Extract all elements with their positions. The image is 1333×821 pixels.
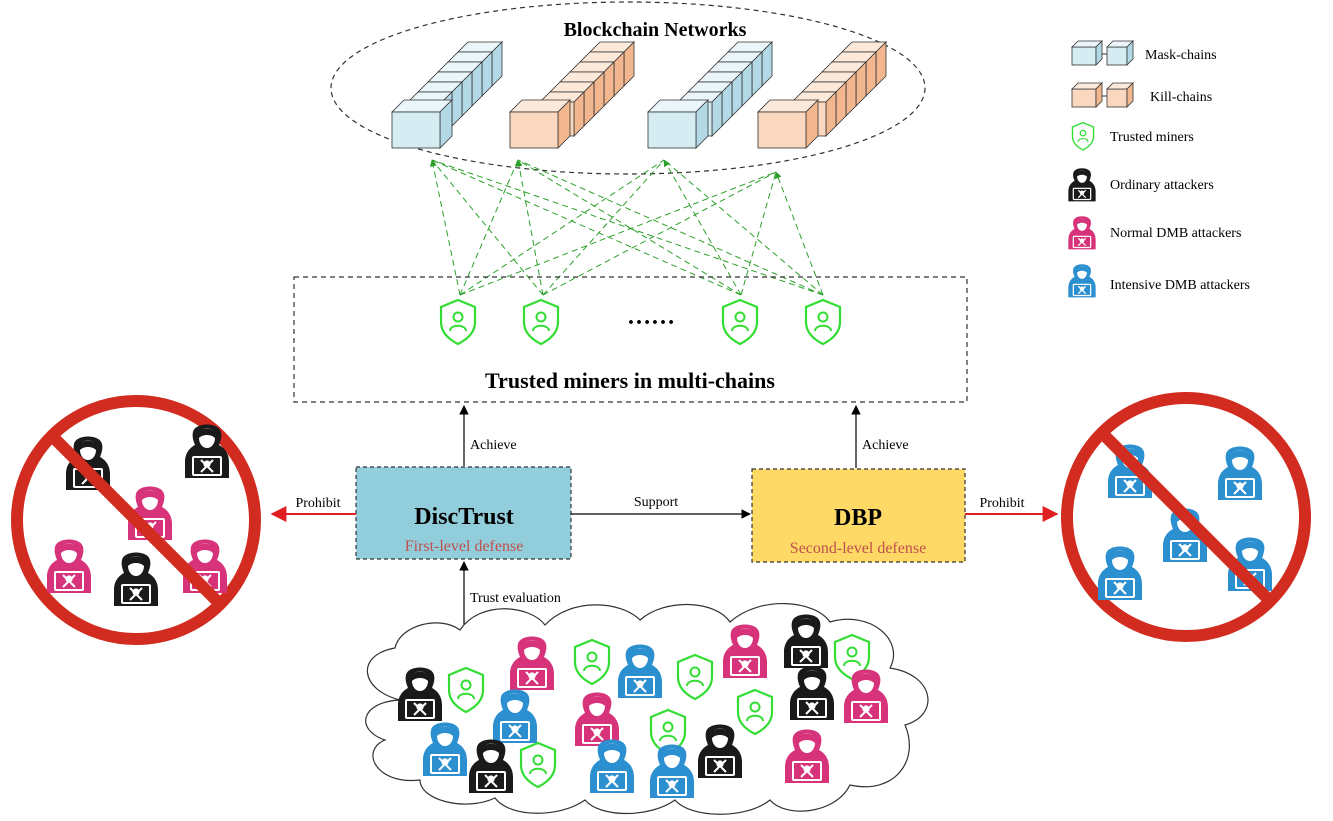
legend-label: Normal DMB attackers bbox=[1110, 226, 1241, 241]
trusted-miner-icon bbox=[721, 298, 759, 346]
trusted-miners-box: …… Trusted miners in multi-chains bbox=[293, 276, 968, 403]
prohibit-label-right: Prohibit bbox=[979, 496, 1024, 511]
trusted-miner-icon bbox=[804, 298, 842, 346]
legend-label: Mask-chains bbox=[1145, 48, 1217, 63]
prohibited-group-right bbox=[1061, 392, 1311, 642]
legend-item-intensive-dmb-attackers: Intensive DMB attackers bbox=[1067, 263, 1250, 298]
achieve-label-right: Achieve bbox=[862, 438, 909, 453]
prohibit-arrow-left: Prohibit bbox=[270, 496, 356, 522]
achieve-label-left: Achieve bbox=[470, 438, 517, 453]
dbp-frame bbox=[751, 468, 966, 563]
legend-item-normal-dmb-attackers: Normal DMB attackers bbox=[1067, 215, 1241, 250]
legend-item-kill-chains: Kill-chains bbox=[1071, 82, 1212, 108]
trusted-miner-icon bbox=[1071, 121, 1095, 151]
blockchain-network: Blockchain Networks bbox=[330, 1, 926, 175]
intensive-dmb-attacker-icon bbox=[1067, 263, 1097, 298]
support-arrow: Support bbox=[571, 495, 751, 519]
disctrust-subtitle: First-level defense bbox=[405, 538, 524, 555]
kill-chain-stack-1 bbox=[509, 41, 635, 149]
legend-label: Kill-chains bbox=[1150, 90, 1212, 105]
mask-chain-stack-1 bbox=[391, 41, 503, 149]
disctrust-box: DiscTrust First-level defense bbox=[355, 466, 572, 560]
legend-item-trusted-miners: Trusted miners bbox=[1071, 121, 1194, 151]
miners-ellipsis: …… bbox=[627, 304, 675, 330]
legend-label: Trusted miners bbox=[1110, 130, 1194, 145]
prohibited-group-left bbox=[11, 395, 261, 645]
legend-label: Intensive DMB attackers bbox=[1110, 278, 1250, 293]
ordinary-attacker-icon bbox=[1067, 167, 1097, 202]
miners-box-title: Trusted miners in multi-chains bbox=[485, 368, 775, 393]
prohibit-label-left: Prohibit bbox=[295, 496, 340, 511]
normal-dmb-attacker-icon bbox=[1067, 215, 1097, 250]
prohibit-arrow-right: Prohibit bbox=[965, 496, 1059, 522]
legend: Mask-chains Kill-chains Trusted miners O… bbox=[1067, 40, 1250, 298]
support-label: Support bbox=[634, 495, 678, 510]
mask-chain-stack-2 bbox=[647, 41, 773, 149]
dbp-title: DBP bbox=[834, 505, 882, 531]
prohibit-slash-left bbox=[47, 431, 225, 609]
legend-item-ordinary-attackers: Ordinary attackers bbox=[1067, 167, 1214, 202]
disctrust-title: DiscTrust bbox=[414, 504, 514, 530]
kill-chain-stack-2 bbox=[757, 41, 887, 149]
mask-chain-icon bbox=[1071, 40, 1134, 66]
achieve-arrow-right: Achieve bbox=[851, 405, 909, 468]
trusted-miner-icon bbox=[439, 298, 477, 346]
network-title: Blockchain Networks bbox=[564, 19, 747, 41]
achieve-arrow-left: Achieve bbox=[459, 405, 517, 466]
trust-evaluation-label: Trust evaluation bbox=[470, 591, 561, 606]
cloud-shape bbox=[365, 603, 929, 815]
miners-box-frame bbox=[293, 276, 968, 403]
participant-cloud bbox=[365, 603, 929, 815]
legend-item-mask-chains: Mask-chains bbox=[1071, 40, 1217, 66]
miner-chain-links bbox=[429, 159, 824, 296]
dbp-subtitle: Second-level defense bbox=[790, 540, 926, 557]
network-ellipse bbox=[330, 1, 926, 175]
prohibit-slash-right bbox=[1097, 428, 1275, 606]
dbp-box: DBP Second-level defense bbox=[751, 468, 966, 563]
trust-evaluation-arrow: Trust evaluation bbox=[459, 561, 561, 630]
kill-chain-icon bbox=[1071, 82, 1134, 108]
trusted-miner-icon bbox=[522, 298, 560, 346]
legend-label: Ordinary attackers bbox=[1110, 178, 1214, 193]
